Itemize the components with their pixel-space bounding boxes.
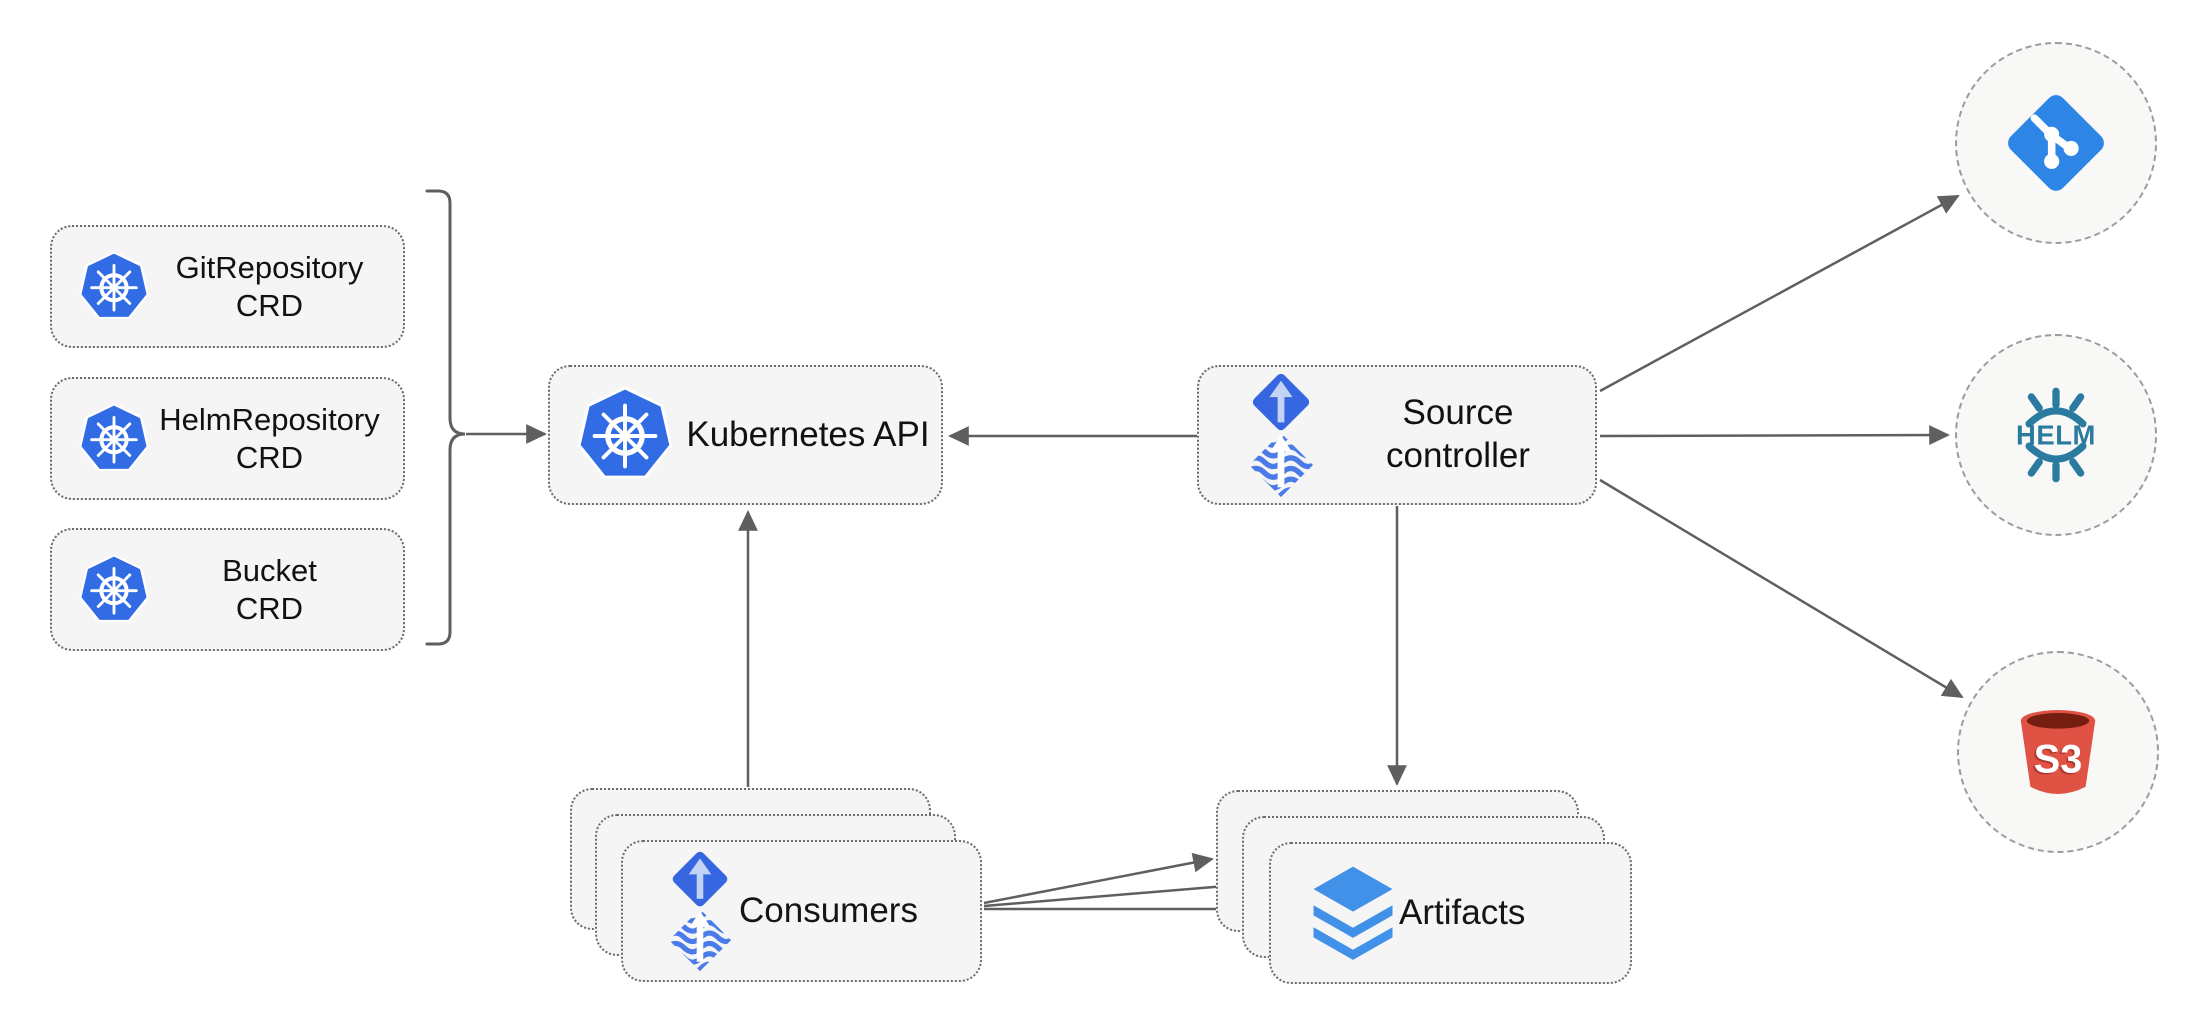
- s3-icon: S3 S3: [2020, 710, 2096, 794]
- node-label: Bucket CRD: [222, 552, 317, 626]
- edge-source-to-git: [1599, 194, 1960, 393]
- crd-group-bracket: [425, 189, 466, 646]
- edge-source-to-s3: [1599, 478, 1964, 699]
- node-consumers: Consumers: [621, 840, 982, 982]
- kubernetes-icon: [79, 402, 149, 471]
- node-label: Source controller: [1386, 393, 1530, 475]
- edge-consumers-to-artifacts-2: [983, 876, 1240, 908]
- edge-source-to-helm: [1599, 425, 1950, 445]
- flux-source-icon: [1249, 373, 1313, 498]
- s3-wordmark-shadow: S3: [2032, 739, 2080, 783]
- node-kubernetes-api: Kubernetes API: [548, 365, 943, 505]
- kubernetes-icon: [79, 250, 149, 319]
- helm-wordmark: HELM: [2016, 420, 2096, 451]
- node-label: Kubernetes API: [686, 414, 930, 454]
- layers-icon: [1313, 866, 1393, 960]
- kubernetes-icon: [577, 386, 673, 479]
- external-helm: HELM: [1955, 334, 2157, 536]
- node-label: GitRepository CRD: [175, 249, 364, 323]
- flux-source-icon: [669, 851, 731, 972]
- node-label: Artifacts: [1399, 893, 1526, 932]
- node-label: Consumers: [739, 891, 918, 930]
- node-label: HelmRepository CRD: [159, 401, 380, 475]
- node-gitrepository-crd: GitRepository CRD: [50, 225, 405, 348]
- kubernetes-icon: [79, 553, 149, 622]
- external-s3: S3 S3: [1957, 651, 2159, 853]
- edge-consumers-to-artifacts-1: [983, 852, 1214, 905]
- helm-icon: HELM: [2016, 387, 2096, 483]
- node-helmrepository-crd: HelmRepository CRD: [50, 377, 405, 500]
- node-artifacts: Artifacts: [1269, 842, 1632, 984]
- s3-wordmark: S3: [2034, 737, 2082, 781]
- git-icon: [2008, 95, 2104, 191]
- node-bucket-crd: Bucket CRD: [50, 528, 405, 651]
- external-git: [1955, 42, 2157, 244]
- node-source-controller: Source controller: [1197, 365, 1597, 505]
